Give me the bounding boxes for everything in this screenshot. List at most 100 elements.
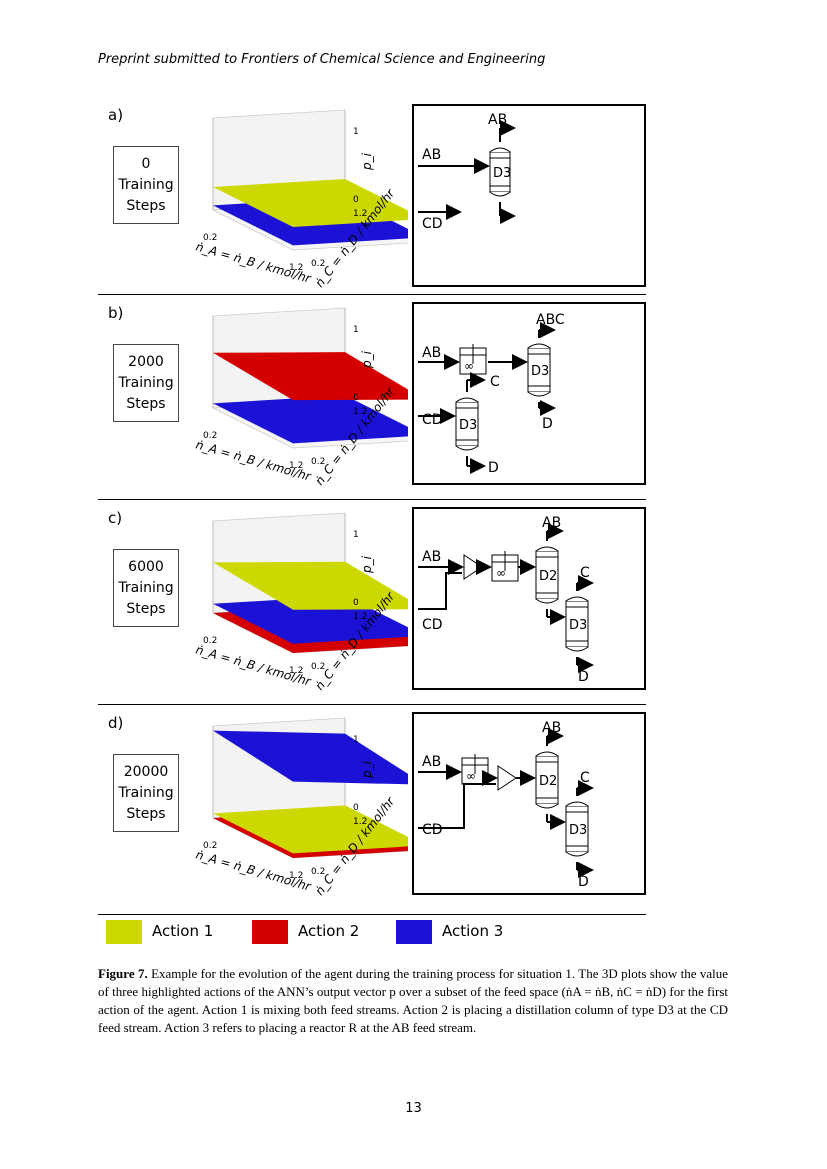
z-tick-min: 0 bbox=[353, 598, 359, 608]
column-d3-top bbox=[489, 147, 511, 153]
column-d3-top bbox=[565, 801, 589, 807]
feed-label-ab: AB bbox=[422, 147, 441, 163]
flowsheet-svg: AB D3 AB CD bbox=[418, 112, 516, 232]
x-tick-max: 1.2 bbox=[289, 871, 303, 881]
surface-plot-3d: 10p_i1.20.2ṅ_C = ṅ_D / kmol/hr0.21.2ṅ_A … bbox=[194, 307, 408, 488]
stirrer-icon: ∞ bbox=[496, 566, 506, 580]
page-header: Preprint submitted to Frontiers of Chemi… bbox=[98, 52, 546, 67]
x-tick-min: 0.2 bbox=[203, 431, 217, 441]
product-label-d: D bbox=[578, 874, 589, 890]
column-d3-top-bottom bbox=[527, 391, 551, 397]
column-d2-top bbox=[535, 546, 559, 552]
product-label-ab: AB bbox=[488, 112, 507, 128]
surface-action-3 bbox=[213, 395, 408, 444]
z-tick-min: 0 bbox=[353, 393, 359, 403]
legend-label-action-1: Action 1 bbox=[152, 922, 214, 940]
y-tick-max: 1.2 bbox=[353, 407, 367, 417]
stirrer-icon: ∞ bbox=[464, 359, 474, 373]
column-d3-bottom-label: D3 bbox=[459, 418, 477, 433]
column-d3-bottom-bottom bbox=[455, 445, 479, 451]
column-d3-bottom bbox=[565, 646, 589, 652]
y-tick-max: 1.2 bbox=[353, 817, 367, 827]
z-tick-max: 1 bbox=[353, 735, 359, 745]
x-tick-max: 1.2 bbox=[289, 263, 303, 273]
column-d3-top-label: D3 bbox=[531, 364, 549, 379]
feed-cd bbox=[418, 783, 496, 829]
feed-label-cd: CD bbox=[422, 617, 443, 633]
product-label-ab: AB bbox=[542, 515, 561, 531]
mixer bbox=[463, 554, 483, 580]
surface-action-1 bbox=[213, 561, 408, 610]
mixer bbox=[497, 765, 517, 791]
column-d2-label: D2 bbox=[539, 774, 557, 789]
surface-plot-3d: 10p_i1.20.2ṅ_C = ṅ_D / kmol/hr0.21.2ṅ_A … bbox=[194, 512, 408, 693]
panel-separator bbox=[98, 499, 646, 500]
column-d3-label: D3 bbox=[493, 166, 511, 181]
figure-caption: Figure 7. Example for the evolution of t… bbox=[98, 965, 728, 1037]
column-d2-bottom bbox=[535, 598, 559, 604]
y-tick-min: 0.2 bbox=[311, 259, 325, 269]
column-d3-top bbox=[565, 596, 589, 602]
column-d2-label: D2 bbox=[539, 569, 557, 584]
z-tick-min: 0 bbox=[353, 195, 359, 205]
column-d3-label: D3 bbox=[569, 618, 587, 633]
training-steps-steps-line2: Steps bbox=[126, 396, 166, 412]
y-tick-max: 1.2 bbox=[353, 209, 367, 219]
column-d3-bottom-top bbox=[455, 397, 479, 403]
column-d3-bottom bbox=[565, 851, 589, 857]
legend-swatch-action-1 bbox=[106, 920, 142, 944]
x-tick-min: 0.2 bbox=[203, 841, 217, 851]
training-steps-steps-line2: Steps bbox=[126, 601, 166, 617]
training-steps-steps-line1: Training bbox=[118, 375, 174, 391]
column-d2-bottom bbox=[535, 803, 559, 809]
page-number: 13 bbox=[405, 1101, 422, 1116]
z-tick-max: 1 bbox=[353, 530, 359, 540]
caption-text: Example for the evolution of the agent d… bbox=[98, 966, 728, 1035]
surface-action-1 bbox=[213, 805, 408, 854]
legend-swatch-action-3 bbox=[396, 920, 432, 944]
column-d2-top bbox=[535, 751, 559, 757]
surface-action-3 bbox=[213, 730, 408, 785]
training-steps-steps-line2: Steps bbox=[126, 198, 166, 214]
z-axis-label: p_i bbox=[360, 350, 374, 369]
y-tick-min: 0.2 bbox=[311, 457, 325, 467]
z-axis-label: p_i bbox=[360, 760, 374, 779]
training-steps-steps-num: 20000 bbox=[123, 764, 169, 780]
product-label-ab: AB bbox=[542, 720, 561, 736]
feed-label-cd: CD bbox=[422, 412, 443, 428]
training-steps-steps-num: 6000 bbox=[128, 559, 164, 575]
panel-separator bbox=[98, 294, 646, 295]
product-label-c: C bbox=[490, 374, 500, 390]
product-label-c: C bbox=[580, 565, 590, 581]
y-tick-min: 0.2 bbox=[311, 662, 325, 672]
column-d3-top-top bbox=[527, 343, 551, 349]
feed-label-cd: CD bbox=[422, 822, 443, 838]
z-tick-max: 1 bbox=[353, 127, 359, 137]
column-d3-label: D3 bbox=[569, 823, 587, 838]
legend-separator bbox=[98, 914, 646, 915]
product-label-abc: ABC bbox=[536, 312, 565, 328]
figure-legend: Action 1 Action 2 Action 3 bbox=[106, 918, 646, 948]
feed-label-ab: AB bbox=[422, 549, 441, 565]
z-tick-max: 1 bbox=[353, 325, 359, 335]
feed-cd bbox=[418, 572, 462, 610]
panel-label: b) bbox=[108, 304, 124, 322]
stirrer-icon: ∞ bbox=[466, 769, 476, 783]
surface-action-1 bbox=[213, 179, 408, 227]
feed-label-cd: CD bbox=[422, 216, 443, 232]
training-steps-steps-line1: Training bbox=[118, 177, 174, 193]
x-tick-max: 1.2 bbox=[289, 666, 303, 676]
product-label-c: C bbox=[580, 770, 590, 786]
